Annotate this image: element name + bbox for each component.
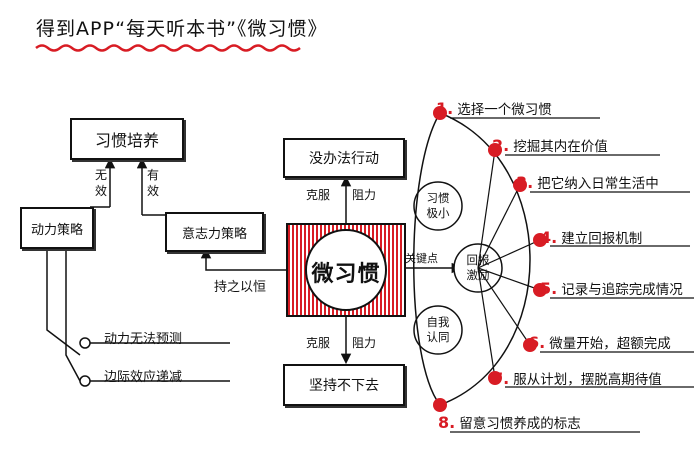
circle-feedback-label: 回报 激励 [466,253,490,282]
resist-top-label: 阻力 [352,188,377,202]
circle-identity [413,305,463,355]
resist-bottom-label: 阻力 [352,336,377,350]
step-item: 8.留意习惯养成的标志 [438,413,581,432]
center-label: 微习惯 [311,262,381,287]
key-point-label: 关键点 [405,252,438,265]
habit-box: 习惯培养 [70,118,184,160]
invalid-label-2: 效 [94,184,107,198]
step-item: 4.建立回报机制 [540,228,643,247]
valid-label-1: 有 [146,168,159,182]
valid-label-2: 效 [146,184,159,198]
circle-small [413,181,463,231]
no-action-box: 没办法行动 [283,138,405,178]
overcome-top-label: 克服 [306,188,331,202]
step-item: 1.选择一个微习惯 [436,99,552,118]
issue-item: 动力无法预测 [104,332,183,347]
title-underline [35,44,301,52]
step-item: 7.服从计划，摆脱高期待值 [492,369,662,388]
circle-identity-label: 自我 认同 [426,315,450,344]
center-circle [305,229,387,311]
issue-item: 边际效应递减 [104,370,183,385]
step-item: 6.微量开始，超额完成 [528,333,671,352]
willpower-box: 意志力策略 [165,212,264,252]
motivation-box: 动力策略 [20,207,94,249]
step-item: 2.挖掘其内在价值 [492,136,608,155]
no-action-label: 没办法行动 [309,151,379,167]
overcome-bottom-label: 克服 [306,336,331,350]
habit-label: 习惯培养 [94,131,159,150]
page-title: 得到APP“每天听本书”《微习惯》 [36,18,328,40]
step-item: 3.把它纳入日常生活中 [516,173,659,192]
circle-small-label: 习惯 极小 [426,191,450,220]
persist-box: 坚持不下去 [283,364,405,406]
step-item: 5.记录与追踪完成情况 [540,279,683,298]
persist-label: 坚持不下去 [309,378,379,394]
perseverance-label: 持之以恒 [214,280,267,295]
willpower-label: 意志力策略 [181,226,247,242]
invalid-label-1: 无 [94,168,107,182]
motivation-label: 动力策略 [30,222,83,238]
